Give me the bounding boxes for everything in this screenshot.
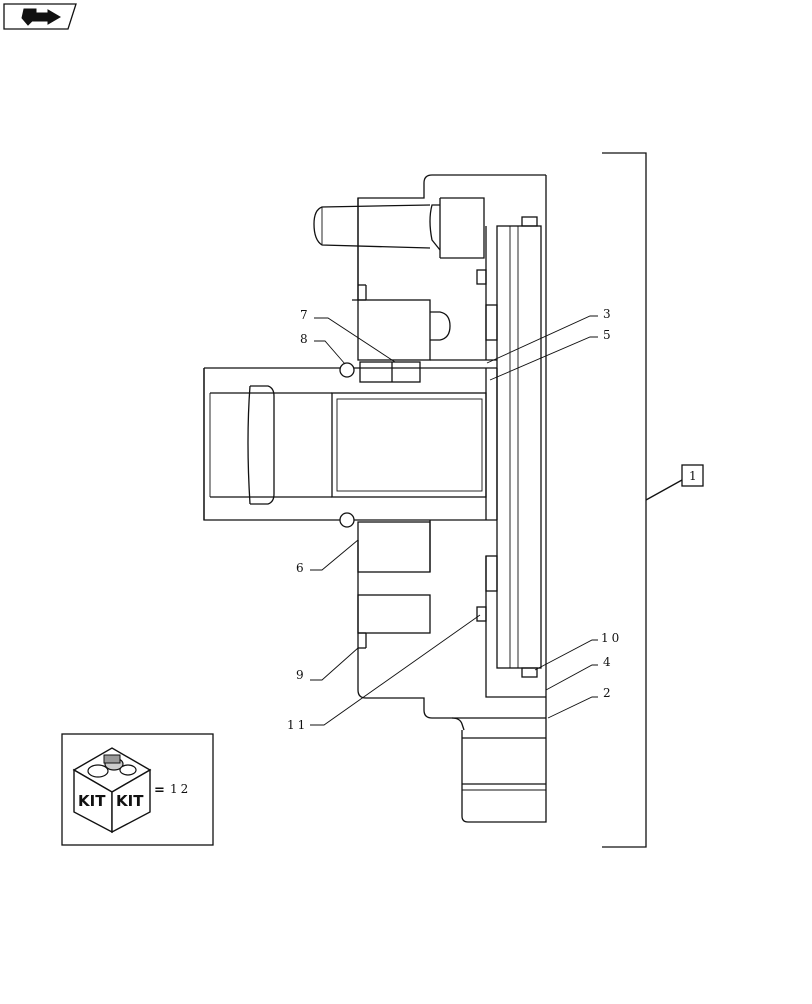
kit-equals: = <box>154 783 165 798</box>
central-bore <box>203 367 498 521</box>
callout-5: 5 <box>603 328 614 342</box>
kit-label-left: KIT <box>78 792 106 810</box>
callout-2: 2 <box>603 686 614 700</box>
callout-3: 3 <box>603 307 614 321</box>
callout-1: 1 <box>681 464 704 487</box>
leader-lines <box>310 315 598 726</box>
kit-label-right: KIT <box>116 792 144 810</box>
kit-box-icon: KIT KIT <box>72 747 152 834</box>
assembly-bracket <box>602 152 683 848</box>
kit-number: 12 <box>170 782 191 796</box>
callout-9: 9 <box>296 668 307 682</box>
callout-6: 6 <box>296 561 307 575</box>
top-stem <box>313 197 485 259</box>
callout-8: 8 <box>300 332 311 346</box>
callout-1-label: 1 <box>689 469 700 483</box>
return-arrow-icon[interactable] <box>3 3 77 30</box>
base-plate <box>461 718 547 823</box>
callout-4: 4 <box>603 655 614 669</box>
kit-legend: KIT KIT = 12 <box>61 733 214 846</box>
o-ring <box>339 362 355 528</box>
lower-block <box>357 520 431 634</box>
cover-plate <box>496 216 542 678</box>
upper-block <box>357 299 497 361</box>
callout-10: 10 <box>601 631 622 645</box>
callout-11: 11 <box>287 718 308 732</box>
seal-block <box>359 361 421 383</box>
valve-housing <box>352 174 547 731</box>
callout-7: 7 <box>300 308 311 322</box>
inner-body <box>476 226 546 698</box>
